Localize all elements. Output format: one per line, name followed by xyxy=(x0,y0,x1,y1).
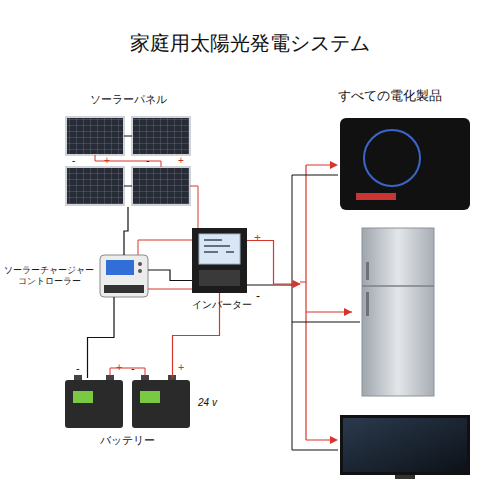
panel-wire xyxy=(95,155,161,167)
appliance-group: すべての電化製品 xyxy=(300,88,480,480)
inverter-panel xyxy=(199,270,240,286)
induction-cooktop xyxy=(340,118,470,210)
polarity-sign: - xyxy=(76,363,80,374)
cooktop-display xyxy=(356,193,396,200)
polarity-sign: - xyxy=(72,156,75,166)
wire-connector xyxy=(88,297,115,378)
polarity-sign: + xyxy=(178,362,184,373)
wire-connector xyxy=(247,241,300,285)
fridge-handle xyxy=(366,262,369,280)
solar-panel xyxy=(132,117,190,155)
battery-terminal xyxy=(74,375,82,380)
controller-wire xyxy=(148,289,192,290)
fridge-door-line xyxy=(362,285,434,287)
battery-terminal xyxy=(106,375,114,380)
node-label: すべての電化製品 xyxy=(300,88,480,104)
inverter-screen xyxy=(199,234,240,264)
refrigerator xyxy=(362,228,434,396)
panel-wire xyxy=(138,186,198,255)
solar-panel xyxy=(132,167,190,205)
inverter-box: インバーター xyxy=(192,228,247,293)
node-label: ソーラーパネル xyxy=(64,93,192,107)
polarity-sign: + xyxy=(116,362,122,373)
solar-panel-array: ソーラーパネル xyxy=(64,115,192,207)
negative-bus xyxy=(247,175,360,450)
tv-stand xyxy=(395,475,415,479)
controller-button xyxy=(138,269,142,273)
polarity-sign: + xyxy=(254,232,261,244)
voltage-label: 24 v xyxy=(198,398,217,408)
tv-screen xyxy=(343,418,467,472)
polarity-sign: - xyxy=(131,363,135,374)
node-label: ソーラーチャージャー コントローラー xyxy=(1,265,97,288)
solar-panel xyxy=(66,167,124,205)
battery xyxy=(132,380,190,428)
solar-panel xyxy=(66,117,124,155)
controller-terminals xyxy=(104,285,144,293)
television xyxy=(340,415,470,475)
battery-bank: バッテリー xyxy=(65,378,190,428)
battery xyxy=(65,380,123,428)
polarity-sign: - xyxy=(256,290,260,302)
inverter xyxy=(192,228,247,293)
wire-connector xyxy=(124,207,128,255)
inverter-display xyxy=(204,240,234,252)
node-label: バッテリー xyxy=(65,434,190,448)
node-label: インバーター xyxy=(182,299,262,312)
battery-badge xyxy=(140,391,160,403)
battery-terminal xyxy=(141,375,149,380)
charge-controller xyxy=(100,255,148,297)
polarity-sign: - xyxy=(146,156,149,166)
fridge-handle xyxy=(366,292,369,316)
battery-badge xyxy=(73,391,93,403)
panel-wire xyxy=(124,136,132,186)
battery-link xyxy=(110,368,145,375)
battery-terminal xyxy=(168,375,176,380)
charge-controller-box: ソーラーチャージャー コントローラー xyxy=(100,255,148,297)
polarity-sign: + xyxy=(104,156,110,166)
polarity-sign: + xyxy=(178,156,184,166)
cooking-zone xyxy=(364,130,420,186)
diagram-title: 家庭用太陽光発電システム xyxy=(0,30,500,57)
controller-screen xyxy=(106,260,134,275)
wire-connector xyxy=(148,270,192,281)
controller-button xyxy=(138,262,142,266)
